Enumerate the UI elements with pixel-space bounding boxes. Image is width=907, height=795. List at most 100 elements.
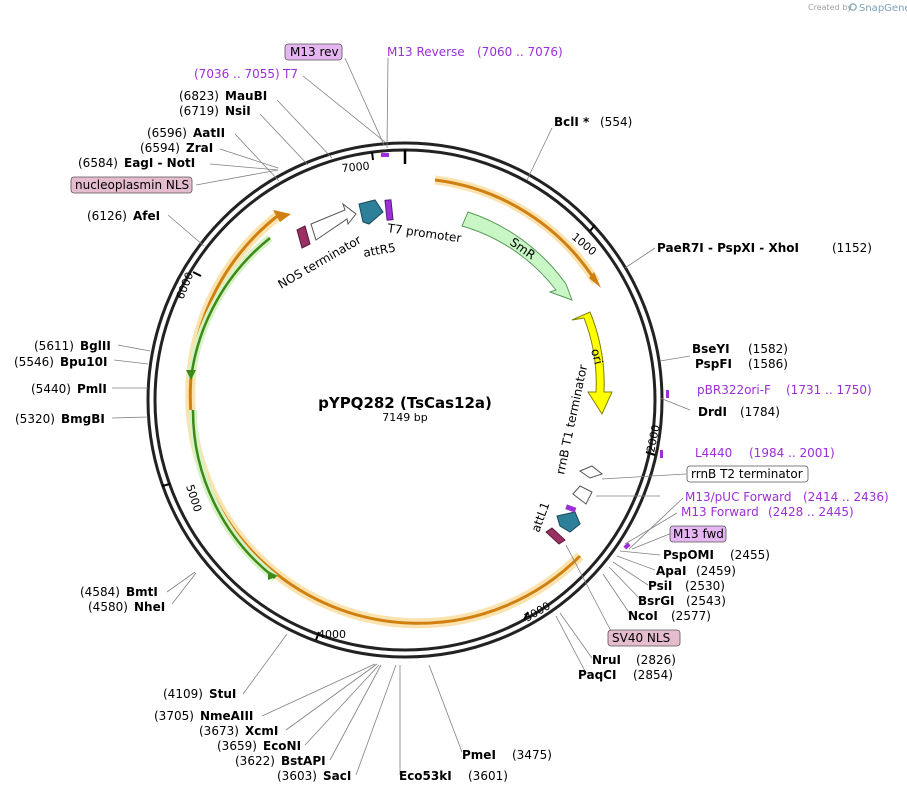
green-cds-2 xyxy=(191,409,276,579)
nucleoplasmin-nls-box xyxy=(70,176,193,194)
primer-pbr322ori-range: (1731 .. 1750) xyxy=(786,383,872,397)
site-apai-pos: (2459) xyxy=(696,564,736,578)
site-saci-name: SacI xyxy=(323,769,351,783)
green-cds-2-arrowhead xyxy=(268,571,278,580)
snapgene-name: SnapGene xyxy=(859,3,907,14)
leader-lines xyxy=(111,57,691,776)
site-nmeaiii-pos: (3705) xyxy=(154,709,194,723)
site-bpu10i-name: Bpu10I xyxy=(60,355,107,369)
site-paer7i-pos: (1152) xyxy=(832,241,872,255)
primer-labels: M13 Reverse (7060 .. 7076) (7036 .. 7055… xyxy=(194,45,889,519)
snapgene-branding: Created by SnapGene xyxy=(808,3,907,14)
site-bcli-pos: (554) xyxy=(600,115,632,129)
tick-7000 xyxy=(371,151,374,161)
site-nsii-name: NsiI xyxy=(225,104,251,118)
rrnb-t2-box xyxy=(686,465,809,483)
site-bmti-name: BmtI xyxy=(126,585,158,599)
site-nhei-name: NheI xyxy=(134,600,165,614)
site-pmei-name: PmeI xyxy=(462,748,496,762)
site-bsrgi-name: BsrGI xyxy=(638,594,675,608)
site-nsii-pos: (6719) xyxy=(179,104,219,118)
site-pspomi-name: PspOMI xyxy=(663,548,714,562)
site-paqci-pos: (2854) xyxy=(633,668,673,682)
rrnb-t1-feature xyxy=(572,485,593,505)
site-paer7i-name: PaeR7I - PspXI - XhoI xyxy=(657,241,799,255)
site-drdi-pos: (1784) xyxy=(740,405,780,419)
site-maubi-pos: (6823) xyxy=(179,89,219,103)
attl1-feature xyxy=(556,511,581,533)
smr-feature xyxy=(461,211,573,301)
primer-l4440-range: (1984 .. 2001) xyxy=(749,446,835,460)
site-bmgbi-name: BmgBI xyxy=(61,412,105,426)
site-aatii-pos: (6596) xyxy=(147,126,187,140)
site-aatii-name: AatII xyxy=(193,126,225,140)
primer-m13-forward-range: (2428 .. 2445) xyxy=(768,505,854,519)
site-bglii-name: BglII xyxy=(80,339,111,353)
nos-terminator-feature xyxy=(310,202,357,241)
tick-6000 xyxy=(192,271,202,277)
map-center: pYPQ282 (TsCas12a) 7149 bp xyxy=(318,394,492,424)
site-bcli-name: BclI * xyxy=(554,115,590,129)
primer-pbr322ori-name: pBR322ori-F xyxy=(697,383,771,397)
orange-cds-1-arrowhead xyxy=(589,272,601,288)
sv40-nls-text: SV40 NLS xyxy=(612,631,670,645)
site-zrai-pos: (6594) xyxy=(140,141,180,155)
site-nmeaiii-name: NmeAIII xyxy=(200,709,253,723)
site-saci-pos: (3603) xyxy=(277,769,317,783)
green-cds-1-arrowhead xyxy=(186,370,196,380)
attl1-label: attL1 xyxy=(529,500,553,534)
m13-fwd-primer-mark xyxy=(623,542,631,550)
nucleoplasmin-nls-feature xyxy=(296,225,311,249)
site-maubi-name: MauBI xyxy=(225,89,267,103)
tick-1000 xyxy=(589,224,596,232)
site-bmgbi-pos: (5320) xyxy=(15,412,55,426)
rrnb-t2-feature xyxy=(578,465,604,479)
t7-promoter-label: T7 promoter xyxy=(386,221,463,245)
site-ncoi-pos: (2577) xyxy=(671,609,711,623)
t7-promoter-feature xyxy=(384,199,394,221)
nos-terminator-label: NOS terminator xyxy=(276,233,364,292)
site-ncoi-name: NcoI xyxy=(628,609,658,623)
site-eagi-noti-name: EagI - NotI xyxy=(124,156,195,170)
tick-label-4000: 4000 xyxy=(318,628,346,641)
ori-feature xyxy=(571,311,613,416)
pbr322ori-primer-mark xyxy=(666,390,669,398)
tick-2000 xyxy=(645,451,656,456)
site-labels-right: BclI * (554) PaeR7I - PspXI - XhoI (1152… xyxy=(399,115,872,783)
tick-marks xyxy=(161,150,656,641)
green-cds-1 xyxy=(189,237,271,379)
site-pmli-pos: (5440) xyxy=(31,382,71,396)
snapgene-logo-icon xyxy=(849,3,857,11)
map-title: pYPQ282 (TsCas12a) xyxy=(318,394,492,412)
primer-m13-puc-forward-name: M13/pUC Forward xyxy=(685,490,792,504)
site-paqci-name: PaqCI xyxy=(578,668,616,682)
orange-cds-2 xyxy=(188,212,582,625)
ori-label: ori xyxy=(588,347,606,366)
site-bstapi-pos: (3622) xyxy=(235,754,275,768)
site-labels-left: (3603) SacI (3622) BstAPI (3659) EcoNI (… xyxy=(14,89,351,783)
site-pspfi-name: PspFI xyxy=(695,357,732,371)
sv40-nls-feature xyxy=(545,527,566,545)
attr5-feature xyxy=(358,199,384,225)
site-xcmi-name: XcmI xyxy=(245,724,278,738)
tick-5000 xyxy=(161,483,171,487)
site-psii-pos: (2530) xyxy=(685,579,725,593)
site-bglii-pos: (5611) xyxy=(34,339,74,353)
primer-marks xyxy=(381,153,669,550)
site-eco53ki-name: Eco53kI xyxy=(399,769,452,783)
site-psii-name: PsiI xyxy=(648,579,672,593)
primer-t7-range: (7036 .. 7055) xyxy=(194,67,280,81)
site-econi-pos: (3659) xyxy=(217,739,257,753)
site-drdi-name: DrdI xyxy=(698,405,727,419)
site-bsrgi-pos: (2543) xyxy=(686,594,726,608)
primer-t7-name: T7 xyxy=(282,67,298,81)
site-pmei-pos: (3475) xyxy=(512,748,552,762)
m13-fwd-box xyxy=(669,525,727,543)
primer-l4440-name: L4440 xyxy=(695,446,732,460)
orange-cds-1 xyxy=(434,178,598,283)
site-bseyi-pos: (1582) xyxy=(748,342,788,356)
primer-m13-puc-forward-range: (2414 .. 2436) xyxy=(803,490,889,504)
site-stui-pos: (4109) xyxy=(163,687,203,701)
tick-4000 xyxy=(315,631,320,641)
created-by-text: Created by xyxy=(808,3,852,12)
